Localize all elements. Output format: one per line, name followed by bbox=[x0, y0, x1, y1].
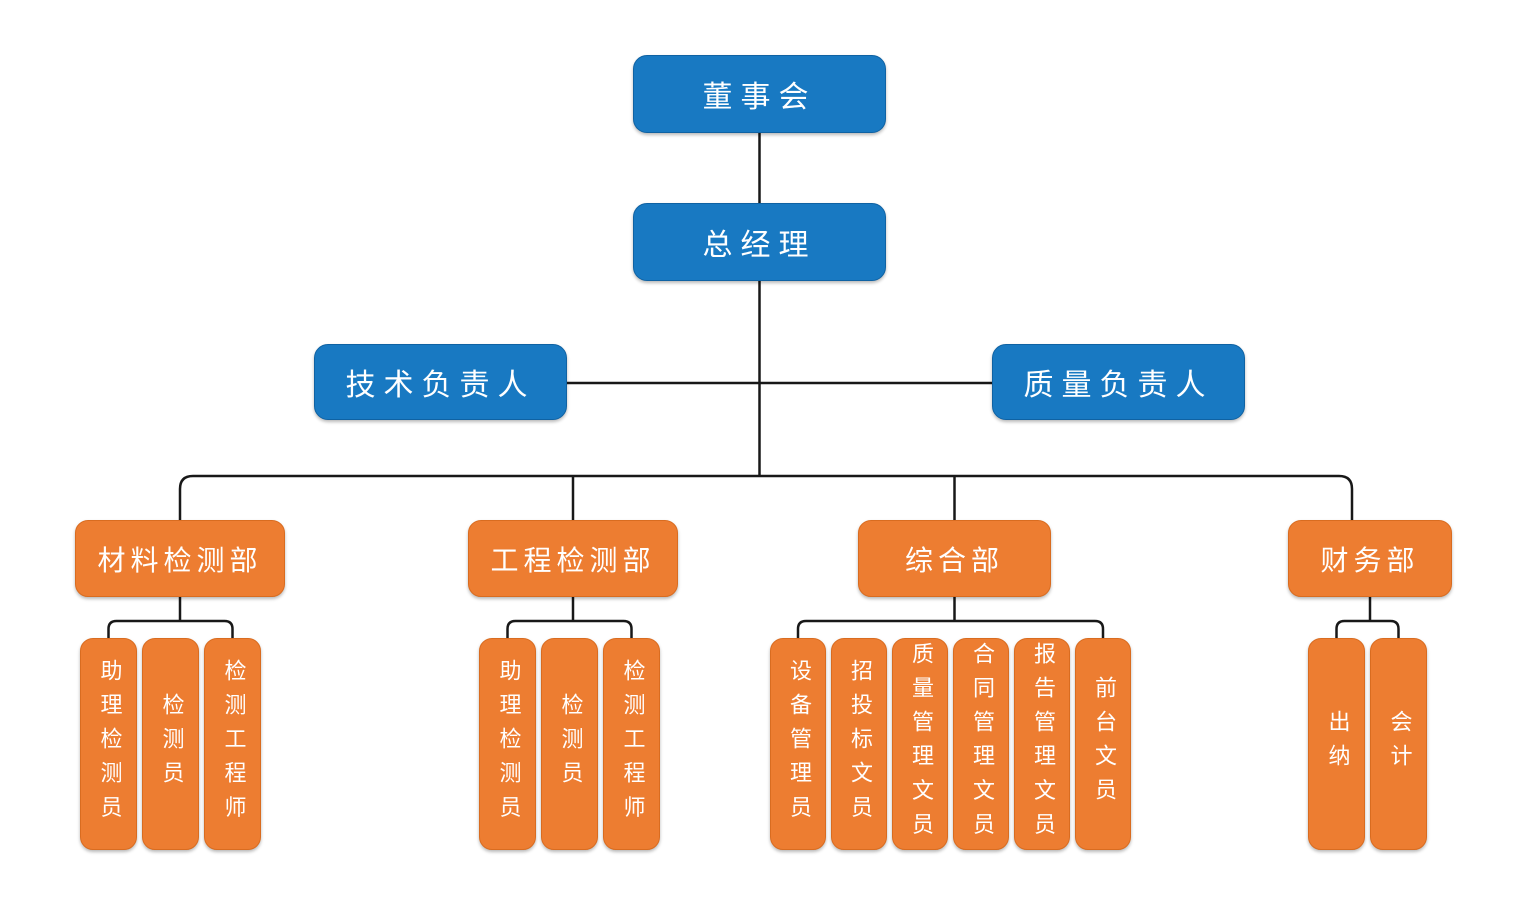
node-role-equipment-manager: 设备管理员 bbox=[770, 638, 826, 850]
node-quality-lead: 质量负责人 bbox=[992, 344, 1245, 420]
connector-dept1-bracket bbox=[107, 619, 234, 638]
node-role-front-desk-clerk: 前台文员 bbox=[1075, 638, 1131, 850]
node-dept-finance: 财务部 bbox=[1288, 520, 1452, 597]
node-role-assistant-tester: 助理检测员 bbox=[80, 638, 137, 850]
node-dept-general-affairs: 综合部 bbox=[858, 520, 1051, 597]
node-board-of-directors: 董事会 bbox=[633, 55, 886, 133]
connector-main-bus bbox=[178, 474, 1354, 520]
node-role-testing-engineer: 检测工程师 bbox=[603, 638, 660, 850]
connector-dept2-bracket bbox=[506, 619, 633, 638]
node-role-assistant-tester: 助理检测员 bbox=[479, 638, 536, 850]
node-role-bidding-clerk: 招投标文员 bbox=[831, 638, 887, 850]
connector-dept4-bracket bbox=[1335, 619, 1400, 638]
node-role-contract-mgmt-clerk: 合同管理文员 bbox=[953, 638, 1009, 850]
node-role-testing-engineer: 检测工程师 bbox=[204, 638, 261, 850]
node-technical-lead: 技术负责人 bbox=[314, 344, 567, 420]
connector-dept3-bracket bbox=[796, 619, 1105, 638]
node-role-quality-mgmt-clerk: 质量管理文员 bbox=[892, 638, 948, 850]
node-dept-engineering-testing: 工程检测部 bbox=[468, 520, 678, 597]
node-general-manager: 总经理 bbox=[633, 203, 886, 281]
node-role-report-mgmt-clerk: 报告管理文员 bbox=[1014, 638, 1070, 850]
node-dept-material-testing: 材料检测部 bbox=[75, 520, 285, 597]
node-role-tester: 检测员 bbox=[541, 638, 598, 850]
node-role-accountant: 会计 bbox=[1370, 638, 1427, 850]
node-role-cashier: 出纳 bbox=[1308, 638, 1365, 850]
node-role-tester: 检测员 bbox=[142, 638, 199, 850]
